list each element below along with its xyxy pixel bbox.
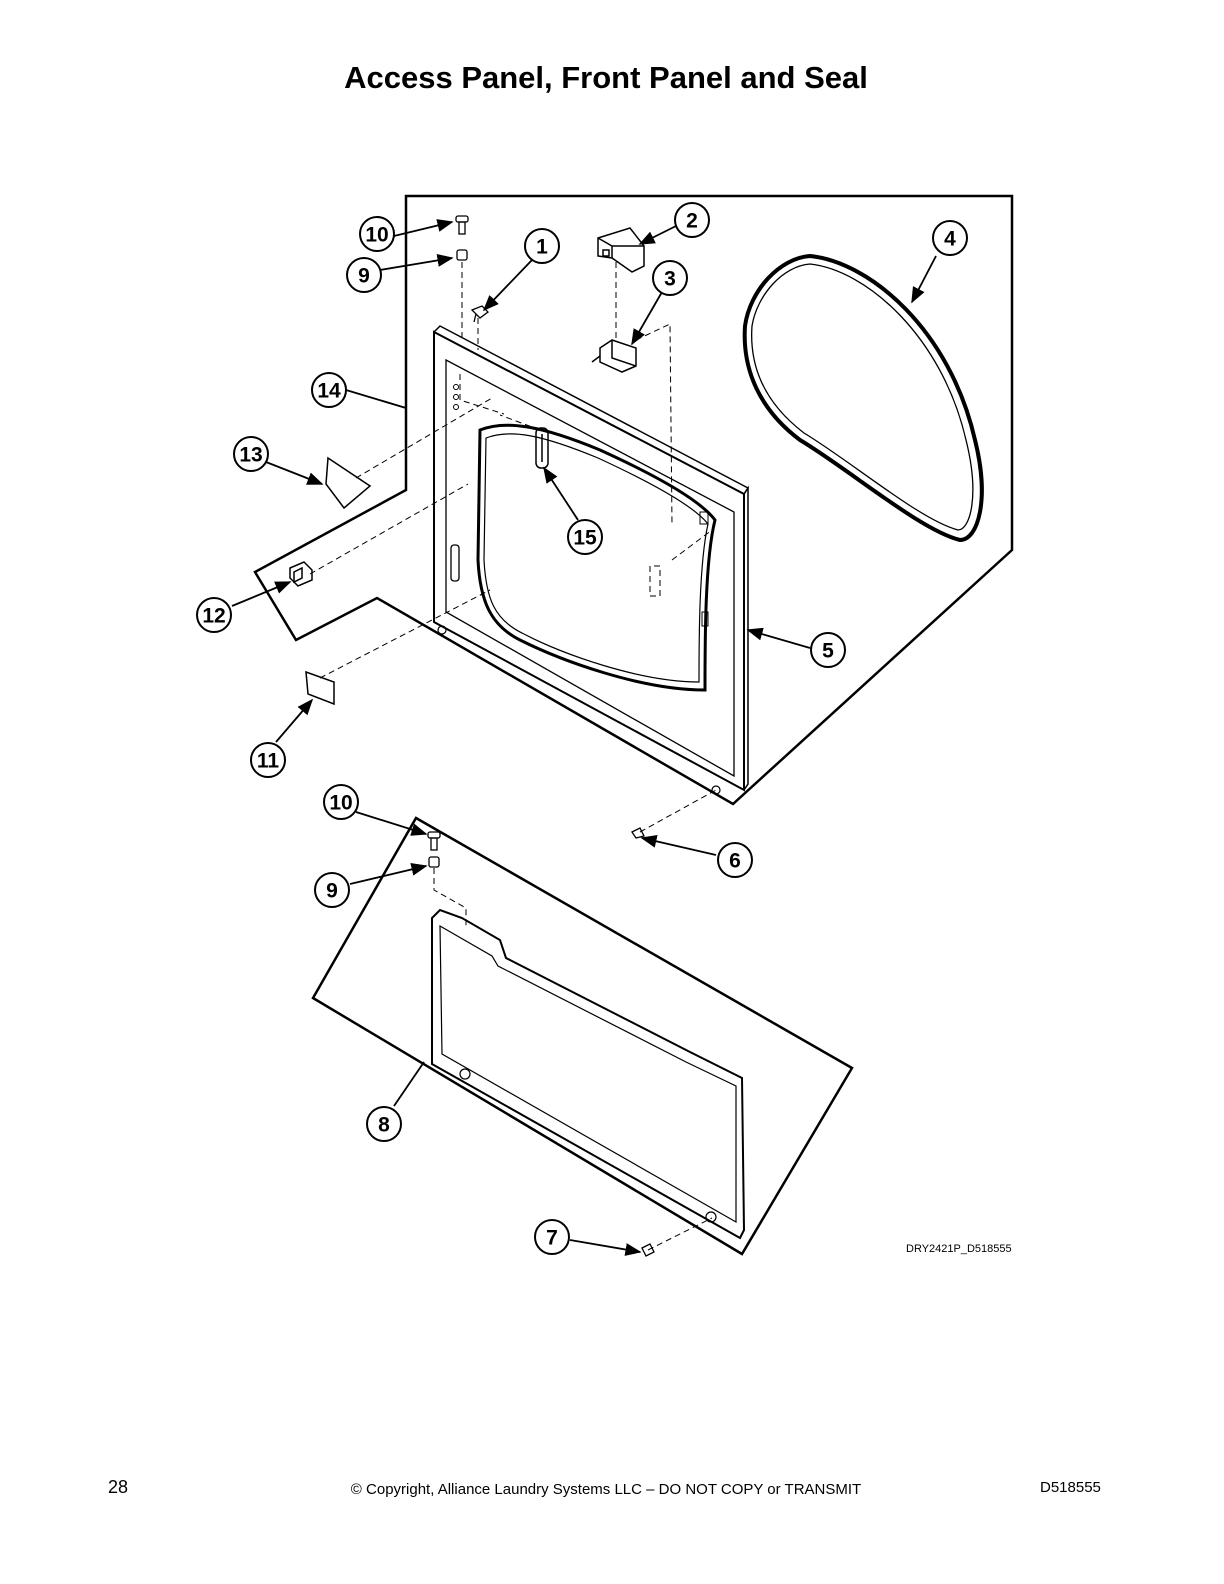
triangle-label-part xyxy=(325,456,372,510)
callout-11 xyxy=(250,742,286,778)
screw-part-lower xyxy=(641,1243,655,1257)
label-part xyxy=(305,670,335,706)
callout-3 xyxy=(652,260,688,296)
seal xyxy=(742,253,984,543)
lower-assembly-outline xyxy=(311,816,854,1256)
callout-1 xyxy=(524,228,560,264)
callout-8 xyxy=(366,1106,402,1142)
callout-label-9-upper: 9 xyxy=(358,265,370,288)
callout-label-10-upper: 10 xyxy=(365,224,388,247)
callout-label-4: 4 xyxy=(944,228,956,251)
upper-assembly-outline xyxy=(253,194,1014,806)
callout-10-lower xyxy=(323,784,359,820)
bracket-part xyxy=(597,227,645,273)
callout-label-3: 3 xyxy=(664,268,676,291)
front-panel xyxy=(433,325,750,795)
document-number: D518555 xyxy=(1040,1479,1101,1496)
callout-label-14: 14 xyxy=(317,380,341,403)
access-panel xyxy=(431,908,746,1240)
callout-label-7: 7 xyxy=(546,1227,558,1250)
page-title: Access Panel, Front Panel and Seal xyxy=(344,60,868,95)
callout-label-15: 15 xyxy=(573,527,597,550)
callout-label-9-lower: 9 xyxy=(326,880,338,903)
callout-15 xyxy=(567,519,603,555)
callout-14 xyxy=(311,372,347,408)
callout-2 xyxy=(674,202,710,238)
callout-label-11: 11 xyxy=(257,750,280,773)
assembly-dashed-lines xyxy=(309,262,717,1251)
callout-4 xyxy=(932,220,968,256)
callout-6 xyxy=(717,842,753,878)
page-number: 28 xyxy=(108,1477,129,1497)
callout-label-2: 2 xyxy=(686,210,698,233)
callout-label-5: 5 xyxy=(822,640,834,663)
callout-9-upper xyxy=(346,257,382,293)
callout-10-upper xyxy=(359,216,395,252)
callout-label-1: 1 xyxy=(536,236,548,259)
switch-part xyxy=(591,339,637,373)
screw-spacer-upper xyxy=(455,215,469,261)
copyright-notice: © Copyright, Alliance Laundry Systems LL… xyxy=(350,1481,862,1498)
screw-spacer-lower xyxy=(427,831,441,868)
callout-label-13: 13 xyxy=(239,444,262,467)
screw-part xyxy=(631,827,645,839)
callout-5 xyxy=(810,632,846,668)
callout-12 xyxy=(196,597,232,633)
handle-part xyxy=(535,427,549,469)
callout-7 xyxy=(534,1219,570,1255)
callout-9-lower xyxy=(314,872,350,908)
callout-label-6: 6 xyxy=(729,850,741,873)
leader-arrows xyxy=(231,219,937,1256)
connector-part xyxy=(289,561,313,587)
figure-id: DRY2421P_D518555 xyxy=(906,1243,1012,1255)
clip-part xyxy=(470,305,489,323)
callout-label-8: 8 xyxy=(378,1114,390,1137)
callout-label-12: 12 xyxy=(202,605,225,628)
callout-13 xyxy=(233,436,269,472)
callout-label-10-lower: 10 xyxy=(329,792,352,815)
